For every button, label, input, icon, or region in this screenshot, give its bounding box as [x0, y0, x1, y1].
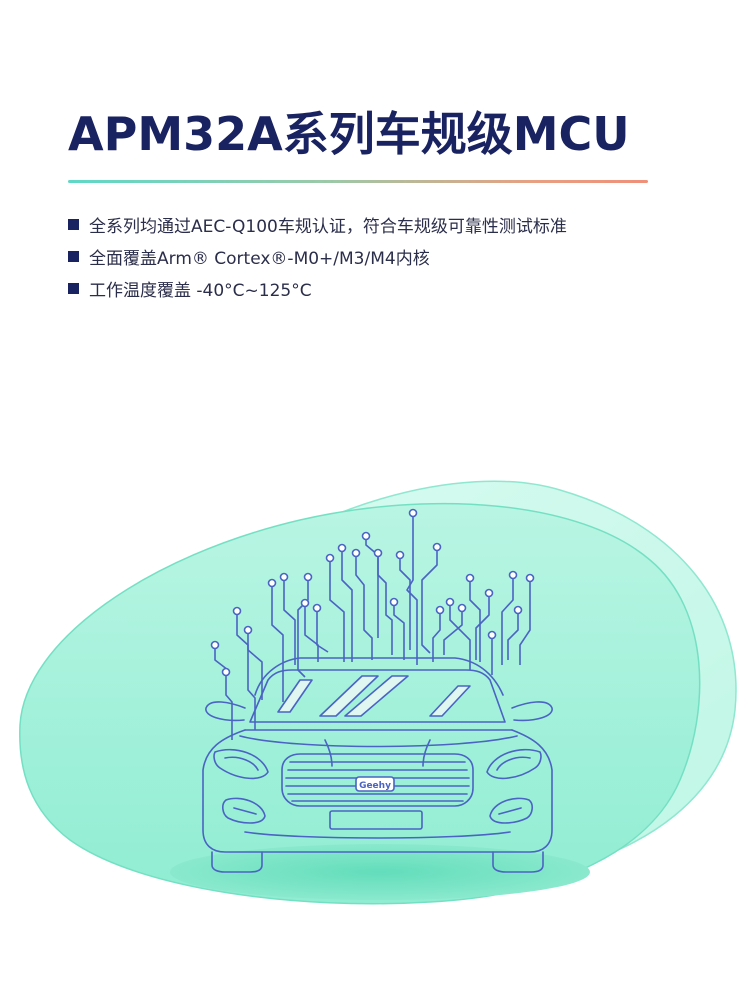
car-body: [202, 729, 553, 853]
feature-text: 工作温度覆盖 -40°C~125°C: [89, 280, 312, 301]
square-bullet-icon: [68, 250, 79, 262]
circuit-nodes: [210, 508, 535, 677]
car-badge-text: Geehy: [359, 781, 391, 791]
car-grille: [281, 753, 474, 807]
feature-item: 工作温度覆盖 -40°C~125°C: [68, 272, 567, 304]
car-roof: [254, 657, 504, 696]
car-mirror-right: [511, 701, 553, 722]
car-mirror-left: [205, 701, 246, 722]
gradient-divider: [68, 180, 648, 183]
page-title: APM32A系列车规级MCU: [68, 107, 630, 161]
square-bullet-icon: [68, 218, 79, 230]
feature-item: 全系列均通过AEC-Q100车规认证，符合车规级可靠性测试标准: [68, 208, 567, 240]
ground-shadow: [170, 844, 590, 900]
feature-text: 全面覆盖Arm® Cortex®-M0+/M3/M4内核: [89, 248, 430, 269]
feature-list: 全系列均通过AEC-Q100车规认证，符合车规级可靠性测试标准 全面覆盖Arm®…: [68, 208, 567, 304]
feature-text: 全系列均通过AEC-Q100车规认证，符合车规级可靠性测试标准: [89, 216, 567, 237]
wheel-right: [492, 851, 544, 873]
license-plate: [329, 810, 423, 830]
headlight-right: [486, 748, 542, 780]
feature-item: 全面覆盖Arm® Cortex®-M0+/M3/M4内核: [68, 240, 567, 272]
square-bullet-icon: [68, 282, 79, 294]
wheel-left: [211, 851, 263, 873]
car-windshield: [249, 669, 506, 723]
fog-light-right: [489, 797, 533, 824]
circuit-traces: [214, 513, 531, 740]
car-outline: [202, 657, 553, 873]
car-circuit-illustration: Geehy: [19, 480, 737, 905]
headlight-left: [213, 748, 269, 780]
fog-light-left: [222, 797, 266, 824]
